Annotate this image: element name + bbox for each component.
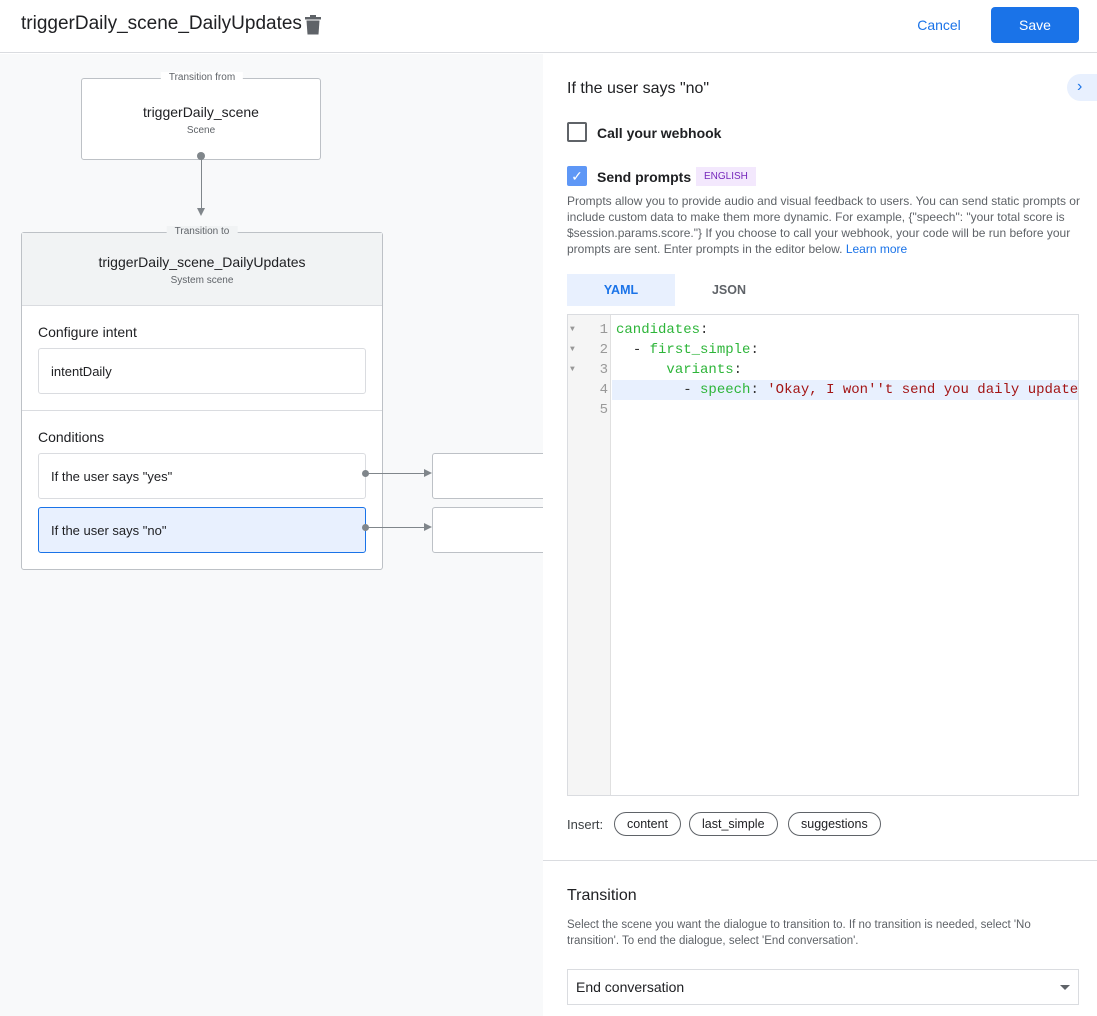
detail-panel: › If the user says "no" Call your webhoo… [543, 54, 1097, 1016]
transition-heading: Transition [567, 887, 637, 904]
yaml-key: candidates [616, 322, 701, 338]
save-button[interactable]: Save [991, 7, 1079, 43]
panel-heading: If the user says "no" [567, 80, 710, 97]
transition-to-legend: Transition to [166, 226, 238, 238]
webhook-label: Call your webhook [597, 125, 722, 141]
page-title: triggerDaily_scene_DailyUpdates [21, 13, 302, 34]
from-scene-type: Scene [186, 125, 216, 136]
line-number: 5 [599, 402, 608, 418]
yaml-key: speech [700, 382, 751, 398]
yes-target-node[interactable] [432, 453, 552, 499]
transition-from-legend: Transition from [160, 72, 244, 84]
indent [616, 342, 633, 358]
send-prompts-label: Send prompts [597, 169, 692, 185]
code-line: 4 - speech: 'Okay, I won''t send you dai… [600, 380, 1079, 400]
colon: : [733, 362, 743, 378]
scene-header [22, 233, 382, 306]
dropdown-arrow-icon [1060, 985, 1070, 990]
webhook-checkbox[interactable] [567, 122, 587, 142]
condition-no[interactable]: If the user says "no" [38, 507, 366, 553]
flow-canvas: Transition from triggerDaily_scene Scene… [0, 54, 552, 1016]
fold-arrow-icon[interactable]: ▼ [570, 345, 575, 354]
tab-json[interactable]: JSON [711, 283, 747, 297]
indent [616, 382, 683, 398]
code-line: ▼ 1 candidates: [568, 320, 1078, 340]
insert-chip-last-simple[interactable]: last_simple [689, 812, 778, 836]
to-scene-name: triggerDaily_scene_DailyUpdates [98, 254, 306, 270]
transition-description: Select the scene you want the dialogue t… [567, 919, 1031, 947]
code-line: 5 [568, 400, 1078, 420]
fold-arrow-icon[interactable]: ▼ [570, 365, 575, 374]
cancel-button[interactable]: Cancel [905, 8, 973, 42]
connector-line [366, 527, 424, 528]
to-scene-type: System scene [170, 275, 234, 286]
insert-chip-content[interactable]: content [614, 812, 682, 836]
tab-yaml[interactable]: YAML [567, 274, 675, 306]
configure-intent-label: Configure intent [38, 324, 137, 340]
header: triggerDaily_scene_DailyUpdates Cancel S… [0, 0, 1097, 53]
yaml-key: first_simple [649, 342, 751, 358]
arrow-right-icon [424, 469, 432, 477]
line-number: 2 [599, 342, 608, 358]
insert-label: Insert: [567, 817, 604, 832]
transition-from-node[interactable]: Transition from triggerDaily_scene Scene [81, 72, 321, 160]
code-editor[interactable]: ▼ 1 candidates: ▼ 2 - first_simple: ▼ 3 varian… [567, 314, 1079, 796]
line-number: 3 [599, 362, 608, 378]
colon: : [750, 382, 768, 398]
transition-select[interactable]: End conversation [567, 969, 1079, 1005]
editor-lines: ▼ 1 candidates: ▼ 2 - first_simple: ▼ 3 varian… [568, 320, 1078, 420]
collapse-panel-chevron-icon[interactable]: › [1067, 74, 1097, 101]
colon: : [700, 322, 709, 338]
indent [616, 362, 666, 378]
conditions-label: Conditions [38, 429, 105, 445]
transition-select-value: End conversation [576, 979, 685, 995]
from-scene-name: triggerDaily_scene [143, 104, 259, 120]
divider [543, 860, 1097, 861]
send-prompts-checkbox[interactable]: ✓ [567, 166, 587, 186]
line-number: 1 [599, 322, 608, 338]
condition-yes[interactable]: If the user says "yes" [38, 453, 366, 499]
description-text: Prompts allow you to provide audio and v… [567, 194, 1080, 256]
prompts-description: Prompts allow you to provide audio and v… [567, 193, 1082, 257]
connector-dot [362, 524, 369, 531]
dash: - [632, 342, 650, 358]
transition-to-node: Transition to triggerDaily_scene_DailyUp… [21, 226, 383, 570]
arrow-down-icon [197, 208, 205, 216]
fold-arrow-icon[interactable]: ▼ [570, 325, 575, 334]
yaml-string: 'Okay, I won''t send you daily update [767, 382, 1079, 398]
divider [22, 410, 382, 411]
yaml-key: variants [666, 362, 734, 378]
intent-field[interactable]: intentDaily [38, 348, 366, 394]
dash: - [683, 382, 701, 398]
connector-line [201, 158, 202, 208]
colon: : [750, 342, 759, 358]
code-line: ▼ 2 - first_simple: [568, 340, 1078, 360]
language-badge: ENGLISH [696, 167, 756, 186]
no-target-node[interactable] [432, 507, 552, 553]
trash-icon[interactable] [305, 15, 321, 35]
insert-chip-suggestions[interactable]: suggestions [788, 812, 881, 836]
code-line: ▼ 3 variants: [568, 360, 1078, 380]
arrow-right-icon [424, 523, 432, 531]
learn-more-link[interactable]: Learn more [845, 242, 908, 256]
editor-gutter [568, 315, 611, 795]
connector-line [366, 473, 424, 474]
line-number: 4 [599, 382, 608, 398]
connector-dot [362, 470, 369, 477]
connector-dot [197, 152, 205, 160]
